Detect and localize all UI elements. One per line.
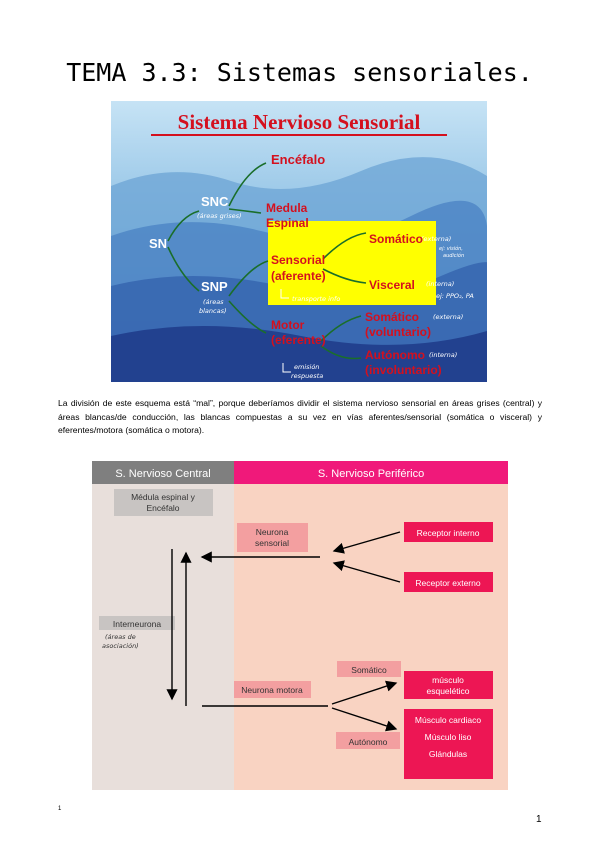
visceral-label: Visceral [369, 278, 415, 292]
effector-label: Músculo cardiaco [415, 715, 481, 725]
medula-label: Espinal [266, 216, 309, 230]
arrow [332, 560, 401, 583]
arrow [331, 680, 398, 705]
association-note: asociación) [102, 642, 139, 650]
medula-label: Encéfalo [146, 503, 179, 513]
sensorial-label: (aferente) [271, 269, 326, 283]
snc-note: (áreas grises) [197, 212, 242, 220]
somatic-motor-label: Somático [365, 310, 419, 324]
sensory-neuron-label: Neurona [256, 527, 289, 537]
header-peripheral-label: S. Nervioso Periférico [318, 468, 424, 480]
snp-note: (áreas [203, 298, 224, 306]
header-central-label: S. Nervioso Central [115, 468, 210, 480]
medula-label: Medula [266, 201, 308, 215]
motor-label: (eferente) [271, 333, 326, 347]
somatico-label: Somático [369, 232, 423, 246]
visceral-note: (interna) [426, 280, 454, 288]
autonomic-note: (interna) [429, 351, 457, 359]
snc-label: SNC [201, 194, 229, 209]
motor-neuron-box [234, 681, 311, 698]
medula-box [114, 489, 213, 516]
page-title: TEMA 3.3: Sistemas sensoriales. [66, 58, 533, 87]
footnote-marker: 1 [58, 806, 62, 812]
snp-note: blancas) [199, 307, 227, 315]
nervous-system-diagram: S. Nervioso Central S. Nervioso Periféri… [92, 461, 508, 790]
somatic-motor-note: (externa) [433, 313, 463, 321]
encefalo-label: Encéfalo [271, 152, 325, 167]
somatic-note: (externa) [421, 235, 451, 243]
header-peripheral [234, 461, 508, 484]
somatic-note: ej: visión, [439, 245, 463, 252]
snp-label: SNP [201, 279, 228, 294]
arrow [331, 707, 398, 732]
somatic-motor-label: (voluntario) [365, 325, 431, 339]
transport-note: transporte info [292, 295, 340, 303]
header-central [92, 461, 234, 484]
sensory-highlight-box [268, 221, 436, 305]
sensory-nervous-system-figure: Sistema Nervioso Sensorial SN SNC SNP (á… [111, 101, 487, 382]
emission-note: emisión [294, 363, 319, 371]
somatic-note: audición [443, 252, 464, 259]
sensorial-label: Sensorial [271, 253, 325, 267]
sensory-neuron-label: sensorial [255, 538, 289, 548]
visceral-note: ej: PPO₂, PA [436, 292, 474, 300]
skeletal-muscle-label: músculo [432, 675, 464, 685]
internal-receptor-label: Receptor interno [417, 528, 480, 538]
external-receptor-box [404, 572, 493, 592]
motor-label: Motor [271, 318, 305, 332]
sn-label: SN [149, 236, 167, 251]
skeletal-muscle-label: esquelético [426, 686, 469, 696]
effector-label: Glándulas [429, 749, 467, 759]
motor-neuron-label: Neurona motora [241, 685, 303, 695]
skeletal-muscle-box [404, 671, 493, 699]
medula-label: Médula espinal y [131, 492, 196, 502]
somatic-box [337, 661, 401, 677]
effector-label: Músculo liso [425, 732, 472, 742]
autonomic-label: Autónomo [349, 737, 388, 747]
autonomic-label: Autónomo [365, 348, 425, 362]
page-number: 1 [536, 814, 542, 825]
somatic-label: Somático [351, 665, 387, 675]
effectors-box [404, 709, 493, 779]
autonomic-label: (involuntario) [365, 363, 442, 377]
explanation-paragraph: La división de este esquema está “mal”, … [58, 398, 542, 435]
arrow [332, 531, 401, 554]
emission-note: respuesta [291, 372, 323, 380]
sensory-neuron-box [237, 523, 308, 552]
figure-heading: Sistema Nervioso Sensorial [178, 110, 421, 134]
internal-receptor-box [404, 522, 493, 542]
association-note: (áreas de [105, 633, 136, 641]
interneuron-box [99, 616, 175, 630]
interneuron-label: Interneurona [113, 619, 161, 629]
autonomic-box [336, 732, 400, 749]
mountain-layer [111, 326, 487, 382]
external-receptor-label: Receptor externo [415, 578, 480, 588]
